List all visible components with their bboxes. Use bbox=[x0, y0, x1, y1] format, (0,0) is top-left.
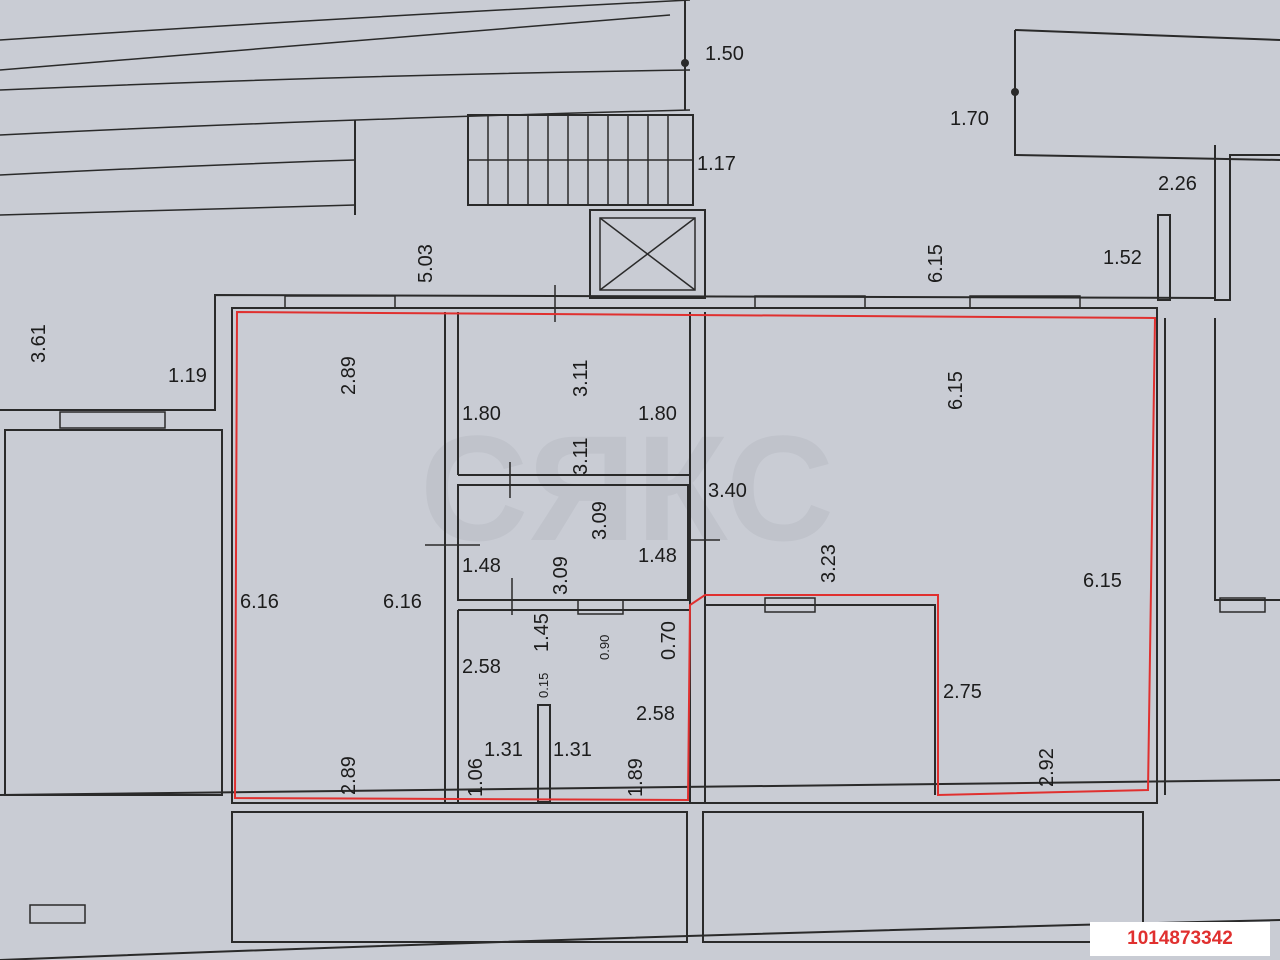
dim-label: 0.70 bbox=[658, 621, 680, 660]
dim-label: 2.58 bbox=[462, 656, 501, 678]
dim-label: 1.19 bbox=[168, 365, 207, 387]
top-right-block bbox=[1011, 29, 1280, 301]
dim-label: 1.31 bbox=[484, 739, 523, 761]
dim-label: 1.31 bbox=[553, 739, 592, 761]
dim-label: 6.16 bbox=[383, 591, 422, 613]
dim-label: 1.70 bbox=[950, 108, 989, 130]
dim-label: 3.40 bbox=[708, 480, 747, 502]
lower-corridor bbox=[0, 779, 1280, 960]
dim-label: 3.23 bbox=[818, 544, 840, 583]
dim-label: 1.48 bbox=[638, 545, 677, 567]
dim-label: 6.15 bbox=[925, 244, 947, 283]
vent-shaft bbox=[589, 209, 706, 299]
dim-label: 6.16 bbox=[240, 591, 279, 613]
left-room bbox=[0, 293, 1216, 796]
apartment-walls bbox=[231, 285, 1280, 804]
dim-label: 2.58 bbox=[636, 703, 675, 725]
dim-label: 2.89 bbox=[338, 356, 360, 395]
listing-id-badge: 1014873342 bbox=[1090, 922, 1270, 956]
dim-label: 0.15 bbox=[536, 673, 551, 698]
dim-label: 1.80 bbox=[638, 403, 677, 425]
dim-label: 1.06 bbox=[465, 758, 487, 797]
staircase bbox=[467, 114, 694, 206]
dim-label: 3.61 bbox=[28, 324, 50, 363]
dimension-labels: 1.50 1.70 1.17 2.26 1.52 5.03 6.15 3.61 … bbox=[28, 43, 1197, 797]
dim-label: 6.15 bbox=[945, 371, 967, 410]
unit-outline bbox=[233, 310, 1157, 802]
dim-label: 6.15 bbox=[1083, 570, 1122, 592]
dim-label: 1.52 bbox=[1103, 247, 1142, 269]
watermark: СЯКС bbox=[420, 404, 834, 572]
dim-label: 1.45 bbox=[531, 613, 553, 652]
dim-label: 2.75 bbox=[943, 681, 982, 703]
dim-label: 2.26 bbox=[1158, 173, 1197, 195]
dim-label: 0.90 bbox=[597, 635, 612, 660]
dim-label: 1.50 bbox=[705, 43, 744, 65]
dim-label: 3.09 bbox=[589, 501, 611, 540]
corridor-curves bbox=[0, 0, 691, 216]
dim-label: 1.48 bbox=[462, 555, 501, 577]
dim-label: 2.89 bbox=[338, 756, 360, 795]
dim-label: 1.17 bbox=[697, 153, 736, 175]
dim-label: 5.03 bbox=[415, 244, 437, 283]
dim-label: 1.80 bbox=[462, 403, 501, 425]
dim-label: 3.11 bbox=[570, 360, 592, 397]
dim-label: 2.92 bbox=[1036, 748, 1058, 787]
dim-label: 1.89 bbox=[625, 758, 647, 797]
dim-label: 3.11 bbox=[570, 438, 592, 475]
dim-label: 3.09 bbox=[550, 556, 572, 595]
